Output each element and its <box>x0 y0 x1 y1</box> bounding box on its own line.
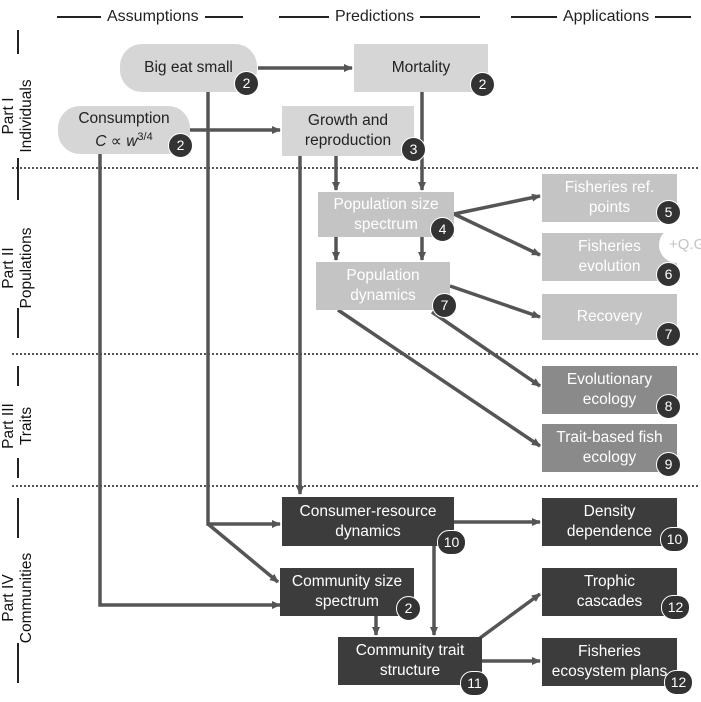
chapter-badge: 10 <box>437 530 466 555</box>
arrow-trait-trophic <box>478 592 542 640</box>
chapter-badge: 10 <box>660 527 689 552</box>
chapter-badge: 2 <box>470 72 495 97</box>
chapter-badge: 12 <box>664 670 693 695</box>
header-applications: Applications <box>511 8 692 26</box>
chapter-badge: 9 <box>656 452 681 477</box>
arrow-bigeat-consumer <box>206 92 281 528</box>
chapter-badge: 5 <box>656 200 681 225</box>
consumption-formula: C ∝ w3/4 <box>95 130 153 151</box>
separator-part1-part2 <box>12 167 698 169</box>
arrow-popdyn-recovery <box>449 284 541 319</box>
arrow-popdyn-evoeco <box>431 310 541 388</box>
fisheries-evolution-extra: +Q.G <box>659 227 701 263</box>
chapter-badge: 4 <box>430 217 455 242</box>
arrow-popdyn-traitfish <box>337 308 541 448</box>
node-recovery: Recovery <box>542 294 677 340</box>
chapter-badge: 7 <box>656 322 681 347</box>
arrow-popsize-fishref <box>453 193 541 216</box>
arrow-consumption-community <box>98 154 281 609</box>
separator-part2-part3 <box>12 353 698 355</box>
chapter-badge: 12 <box>661 595 690 620</box>
chapter-badge: 11 <box>460 671 489 696</box>
header-assumptions: Assumptions <box>57 8 243 26</box>
node-mortality: Mortality <box>354 44 488 92</box>
separator-part3-part4 <box>12 485 698 487</box>
chapter-badge: 8 <box>656 394 681 419</box>
node-recovery-label: Recovery <box>576 308 643 325</box>
chapter-badge: 7 <box>432 293 457 318</box>
chapter-badge: 2 <box>396 596 421 621</box>
node-big-eat-small-label: Big eat small <box>144 59 233 76</box>
chapter-badge: 2 <box>168 133 193 158</box>
node-mortality-label: Mortality <box>391 59 451 76</box>
header-predictions: Predictions <box>279 8 481 26</box>
node-fisheries-ref-points: Fisheries ref.points <box>542 174 677 222</box>
chapter-badge: 3 <box>401 137 426 162</box>
chapter-badge: 6 <box>656 262 681 287</box>
arrow-bigeat-community <box>206 522 280 584</box>
node-consumption-label: Consumption <box>78 109 170 127</box>
chapter-badge: 2 <box>234 71 259 96</box>
arrow-popsize-fishevol <box>453 212 541 257</box>
header-assumptions-label: Assumptions <box>107 8 199 25</box>
header-applications-label: Applications <box>563 8 650 25</box>
header-predictions-label: Predictions <box>335 8 415 25</box>
